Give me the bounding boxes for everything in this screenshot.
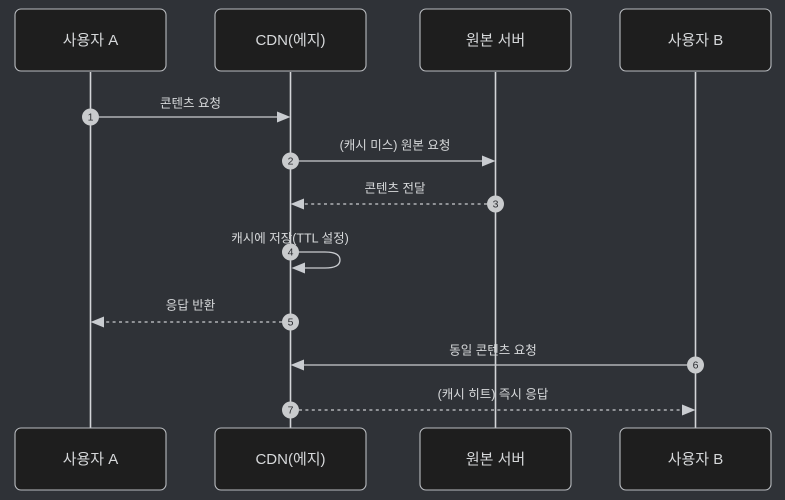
participant-box-rect bbox=[214, 8, 367, 72]
message-1-label: 콘텐츠 요청 bbox=[160, 96, 221, 110]
sequence-badge-label: 7 bbox=[288, 405, 294, 417]
participant-box-bottom-origin[interactable]: 원본 서버 bbox=[419, 427, 572, 491]
participant-box-top-user-b[interactable]: 사용자 B bbox=[619, 8, 772, 72]
message-5-badge: 5 bbox=[282, 313, 299, 331]
message-1[interactable]: 콘텐츠 요청 1 bbox=[82, 96, 291, 126]
participant-box-top-origin[interactable]: 원본 서버 bbox=[419, 8, 572, 72]
participant-label-bottom-cdn: CDN(에지) bbox=[255, 451, 325, 468]
participant-label-top-origin: 원본 서버 bbox=[466, 32, 525, 49]
message-4-self-loop-path bbox=[291, 251, 341, 269]
participant-box-rect bbox=[214, 427, 367, 491]
participant-label-top-cdn: CDN(에지) bbox=[255, 32, 325, 49]
participant-box-rect bbox=[14, 427, 167, 491]
message-1-badge: 1 bbox=[82, 108, 99, 126]
message-3-label: 콘텐츠 전달 bbox=[365, 181, 426, 195]
sequence-badge-circle bbox=[282, 401, 299, 419]
participant-box-rect bbox=[419, 427, 572, 491]
message-6-badge: 6 bbox=[687, 356, 704, 374]
sequence-badge-circle bbox=[487, 195, 504, 213]
participant-box-top-user-a[interactable]: 사용자 A bbox=[14, 8, 167, 72]
participant-box-rect bbox=[619, 427, 772, 491]
message-3-arrowhead bbox=[290, 198, 304, 210]
sequence-badge-circle bbox=[82, 108, 99, 126]
participant-box-bottom-cdn[interactable]: CDN(에지) bbox=[214, 427, 367, 491]
sequence-badge-circle bbox=[282, 152, 299, 170]
participant-box-rect bbox=[419, 8, 572, 72]
message-5[interactable]: 응답 반환 5 bbox=[90, 298, 300, 331]
message-4-label: 캐시에 저장(TTL 설정) bbox=[231, 231, 349, 245]
participant-label-bottom-origin: 원본 서버 bbox=[466, 451, 525, 468]
message-6-arrowhead bbox=[290, 359, 304, 371]
message-4[interactable]: 캐시에 저장(TTL 설정) 4 bbox=[231, 231, 349, 274]
sequence-badge-circle bbox=[282, 313, 299, 331]
sequence-badge-label: 3 bbox=[493, 199, 499, 211]
message-3[interactable]: 콘텐츠 전달 3 bbox=[290, 181, 505, 213]
participant-box-bottom-user-a[interactable]: 사용자 A bbox=[14, 427, 167, 491]
message-7-arrowhead bbox=[682, 404, 696, 416]
message-2-badge: 2 bbox=[282, 152, 299, 170]
sequence-badge-circle bbox=[282, 243, 299, 261]
sequence-badge-label: 6 bbox=[693, 360, 699, 372]
message-2[interactable]: (캐시 미스) 원본 요청 2 bbox=[282, 138, 496, 170]
sequence-badge-circle bbox=[687, 356, 704, 374]
participant-box-bottom-user-b[interactable]: 사용자 B bbox=[619, 427, 772, 491]
participant-box-top-cdn[interactable]: CDN(에지) bbox=[214, 8, 367, 72]
sequence-badge-label: 1 bbox=[88, 112, 94, 124]
participant-label-top-user-b: 사용자 B bbox=[668, 32, 724, 49]
sequence-badge-label: 5 bbox=[288, 317, 294, 329]
message-3-badge: 3 bbox=[487, 195, 504, 213]
message-2-label: (캐시 미스) 원본 요청 bbox=[340, 138, 451, 152]
message-6-label: 동일 콘텐츠 요청 bbox=[449, 343, 536, 357]
message-1-arrowhead bbox=[277, 111, 291, 123]
message-4-badge: 4 bbox=[282, 243, 299, 261]
message-7-label: (캐시 히트) 즉시 응답 bbox=[438, 387, 549, 401]
participant-box-rect bbox=[14, 8, 167, 72]
participant-box-rect bbox=[619, 8, 772, 72]
message-5-arrowhead bbox=[90, 316, 104, 328]
message-2-arrowhead bbox=[482, 155, 496, 167]
sequence-badge-label: 4 bbox=[288, 247, 294, 259]
message-4-arrowhead bbox=[291, 262, 305, 274]
message-6[interactable]: 동일 콘텐츠 요청 6 bbox=[290, 343, 705, 374]
message-7-badge: 7 bbox=[282, 401, 299, 419]
participant-label-bottom-user-b: 사용자 B bbox=[668, 451, 724, 468]
participant-label-top-user-a: 사용자 A bbox=[63, 32, 119, 49]
lifelines-group bbox=[89, 72, 697, 428]
sequence-badge-label: 2 bbox=[288, 156, 294, 168]
message-5-label: 응답 반환 bbox=[166, 298, 216, 312]
message-7[interactable]: (캐시 히트) 즉시 응답 7 bbox=[282, 387, 696, 419]
participant-label-bottom-user-a: 사용자 A bbox=[63, 451, 119, 468]
